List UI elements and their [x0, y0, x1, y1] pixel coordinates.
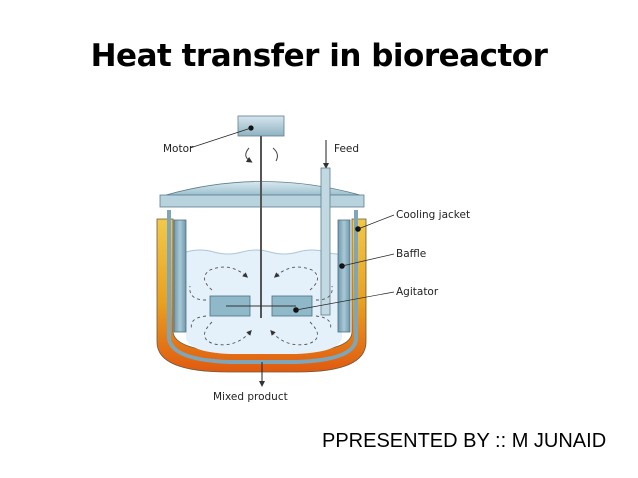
vessel-lid [165, 181, 361, 196]
label-cooling-jacket: Cooling jacket [396, 209, 470, 221]
label-baffle: Baffle [396, 248, 426, 260]
label-mixed-product: Mixed product [213, 391, 288, 403]
slide-title: Heat transfer in bioreactor [90, 38, 548, 74]
presenter-credit: PPRESENTED BY :: M JUNAID [322, 430, 607, 452]
baffle-right [337, 219, 351, 333]
label-agitator: Agitator [396, 286, 439, 298]
baffle-left [173, 219, 187, 333]
liquid [186, 250, 342, 354]
feed-pipe [320, 167, 331, 316]
motor-box [237, 115, 285, 137]
vessel-wall [167, 210, 358, 364]
label-feed: Feed [334, 143, 359, 155]
label-motor: Motor [163, 143, 194, 155]
